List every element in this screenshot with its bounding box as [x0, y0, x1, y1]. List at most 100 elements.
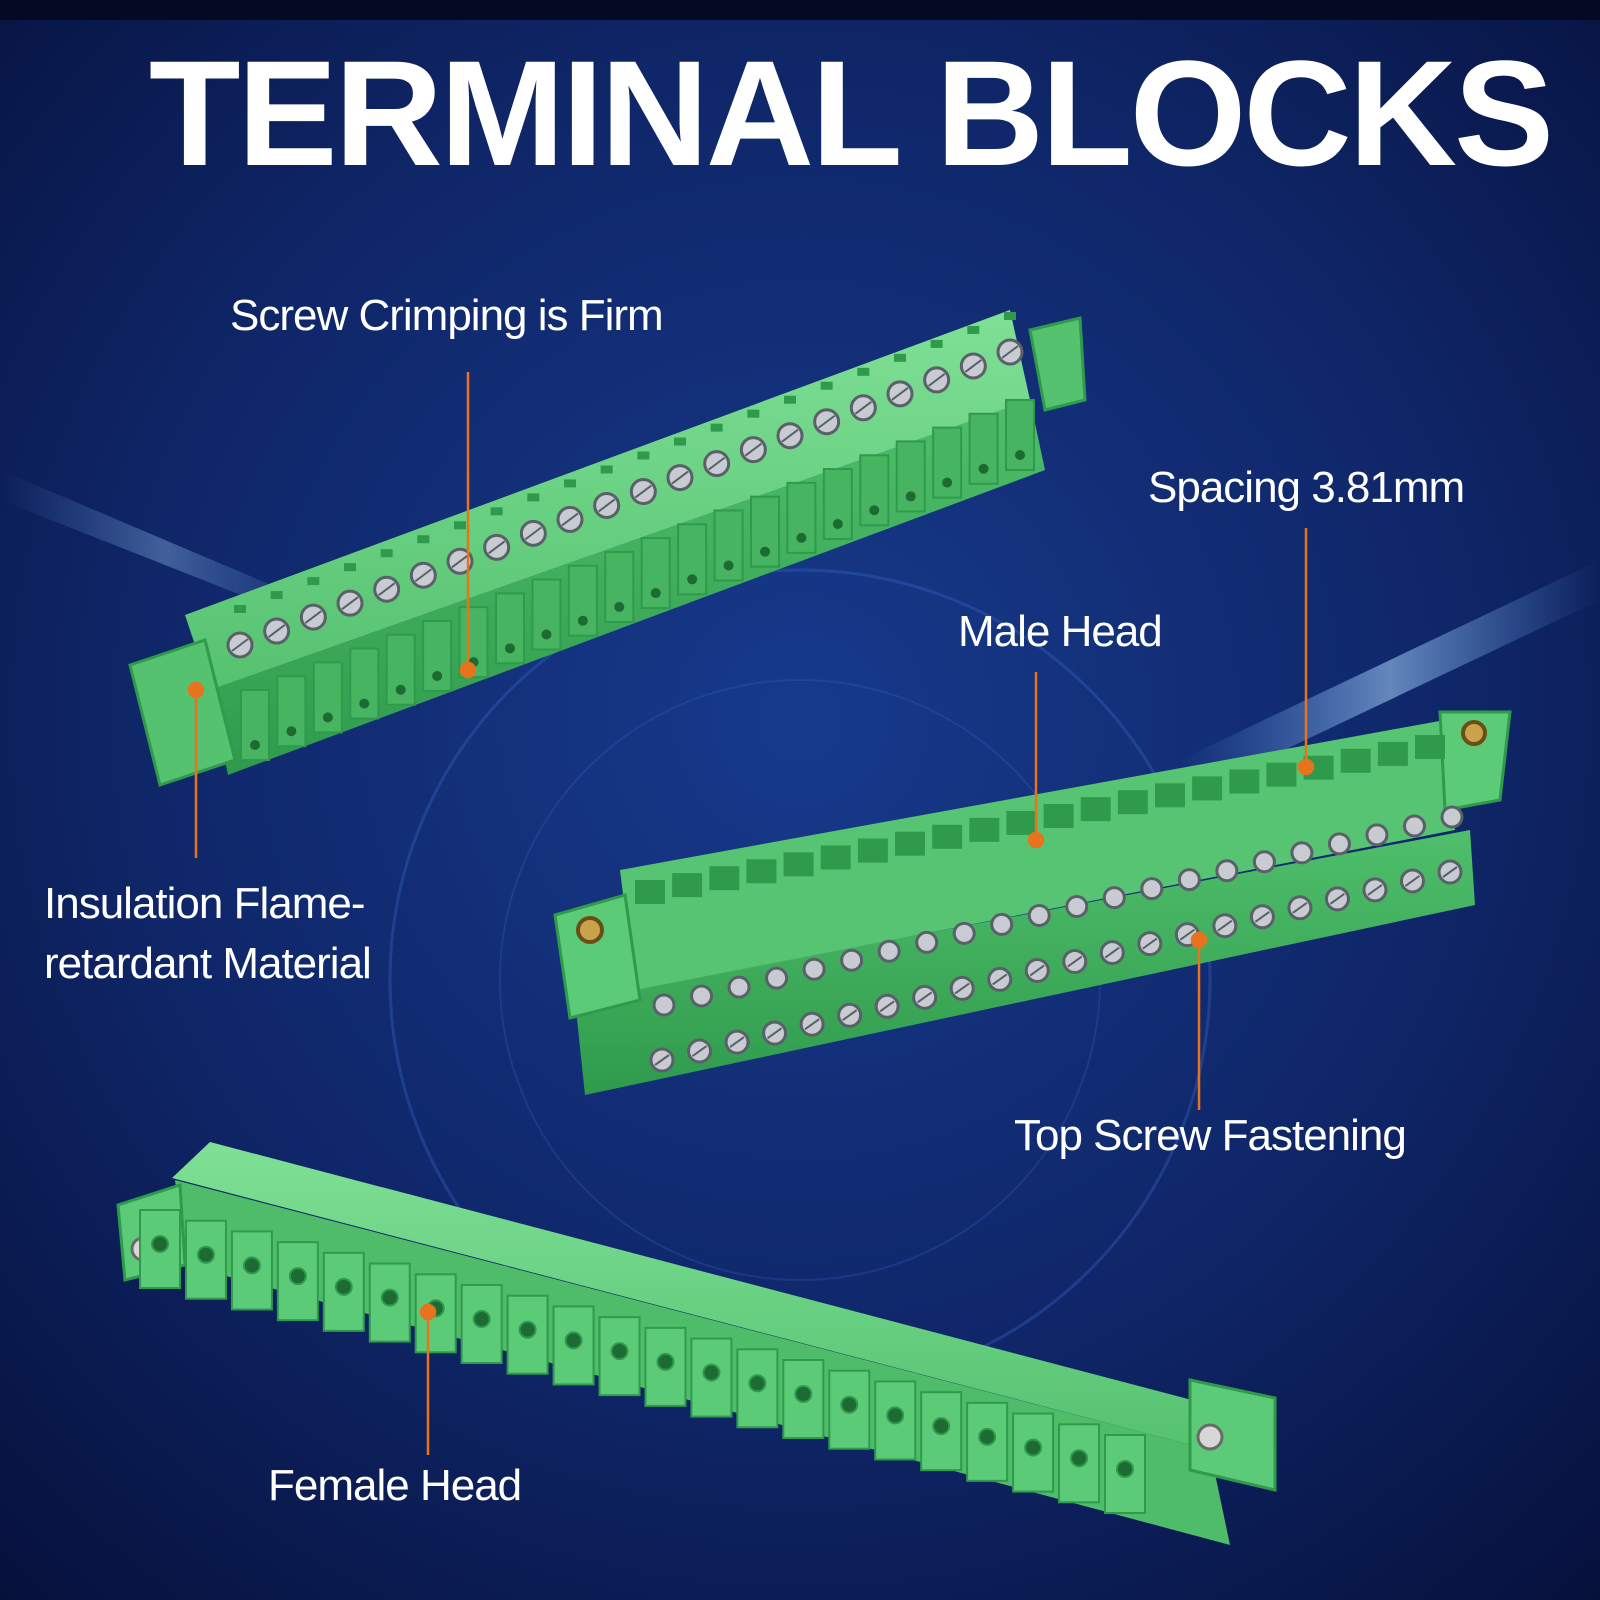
male-pin-slot [1043, 804, 1074, 829]
male-pin-slot [969, 817, 1000, 842]
screw-head [765, 966, 789, 990]
wire-entry [1070, 1449, 1089, 1468]
screw-head [1252, 850, 1276, 874]
housing-slot [637, 451, 650, 460]
male-pin-slot [635, 880, 665, 904]
wire-entry [1116, 1460, 1134, 1478]
label-screw-crimping: Screw Crimping is Firm [230, 291, 664, 340]
top-shadow-band [0, 0, 1600, 20]
screw-head [802, 957, 826, 981]
dot-female-head [419, 1303, 437, 1321]
wire-entry [196, 1245, 215, 1264]
housing-slot [380, 549, 393, 558]
housing-slot [1004, 312, 1016, 320]
housing-slot [307, 577, 320, 586]
mount-hole-left [576, 916, 604, 944]
screw-head [952, 921, 976, 945]
housing-slot [930, 339, 943, 348]
dot-screw-crimping [459, 661, 477, 679]
block-middle-left-flange [553, 893, 642, 1020]
dot-top-screw [1190, 931, 1208, 949]
male-pin-slot [1229, 769, 1260, 794]
block-middle-lower-body [575, 830, 1475, 1095]
socket-housing [736, 1348, 779, 1429]
screw-head [1027, 903, 1051, 927]
male-pin-slot [1340, 748, 1371, 773]
socket-housing [368, 1262, 411, 1343]
screw-head [1102, 886, 1126, 910]
screw-head [990, 912, 1014, 936]
terminal-block-bottom [116, 1142, 1277, 1545]
light-streak [1180, 560, 1600, 790]
dot-spacing [1297, 758, 1315, 776]
screw-head [1290, 841, 1314, 865]
socket-housing [1058, 1423, 1101, 1504]
wire-entry [610, 1342, 629, 1361]
wire-entry [472, 1310, 491, 1328]
wire-entry [702, 1363, 721, 1382]
housing-slot [490, 507, 503, 516]
label-male-head: Male Head [958, 607, 1163, 656]
screw-head [1365, 823, 1389, 847]
male-pin-slot [1080, 797, 1111, 822]
wire-entry [564, 1331, 583, 1350]
housing-slot [747, 409, 760, 418]
label-female-head: Female Head [268, 1461, 522, 1510]
screw-head [690, 984, 714, 1008]
housing-slot [344, 563, 356, 572]
screw-head [727, 975, 751, 999]
light-streak-left [0, 470, 330, 630]
male-pin-slot [672, 873, 703, 898]
wire-entry [932, 1417, 951, 1436]
callout-leaders [187, 372, 1315, 1455]
wire-entry [380, 1288, 399, 1307]
wire-entry [242, 1256, 261, 1275]
male-pin-slot [746, 859, 777, 884]
housing-slot [417, 535, 430, 544]
screw-head [1065, 895, 1089, 919]
housing-slot [710, 423, 723, 432]
block-bottom-right-flange [1188, 1378, 1277, 1492]
screw-head [877, 939, 901, 963]
housing-slot [270, 591, 283, 600]
label-insulation-line2: retardant Material [44, 939, 372, 988]
wire-entry [1024, 1438, 1043, 1457]
screw-head [1215, 859, 1239, 883]
male-pin-slot [1117, 790, 1148, 815]
screw-head [1402, 814, 1426, 838]
male-pin-slot [820, 845, 851, 870]
page-title: TERMINAL BLOCKS [148, 29, 1554, 197]
housing-slot [454, 521, 466, 530]
screw-head [652, 993, 676, 1017]
pin-housing [968, 412, 999, 485]
wire-entry [518, 1320, 537, 1339]
male-pin-slot [1155, 783, 1185, 808]
pin-housing [567, 564, 598, 637]
screw-head [1327, 832, 1351, 856]
terminal-block-middle [553, 710, 1512, 1095]
housing-slot [857, 367, 870, 376]
wire-entry [288, 1267, 307, 1286]
housing-slot [564, 479, 576, 488]
housing-slot [674, 437, 686, 446]
male-pin-slot [857, 838, 888, 863]
male-pin-slot [932, 824, 963, 849]
terminal-block-top [128, 310, 1087, 787]
housing-slot [784, 395, 796, 404]
male-pin-slot [1415, 735, 1445, 759]
wire-entry [151, 1235, 169, 1253]
block-middle-right-flange [1438, 710, 1512, 812]
wire-entry [794, 1385, 813, 1403]
wire-entry [886, 1406, 905, 1425]
male-pin-slot [895, 831, 925, 856]
socket-housing [276, 1241, 319, 1322]
male-pin-slot [1192, 776, 1223, 801]
housing-slot [894, 353, 906, 362]
screw-head [915, 930, 939, 954]
wire-entry [840, 1395, 859, 1414]
screw-head [840, 948, 864, 972]
wire-entry [656, 1352, 675, 1371]
male-pin-slot [1377, 741, 1408, 766]
housing-slot [820, 381, 833, 390]
male-pin-slot [783, 852, 814, 877]
